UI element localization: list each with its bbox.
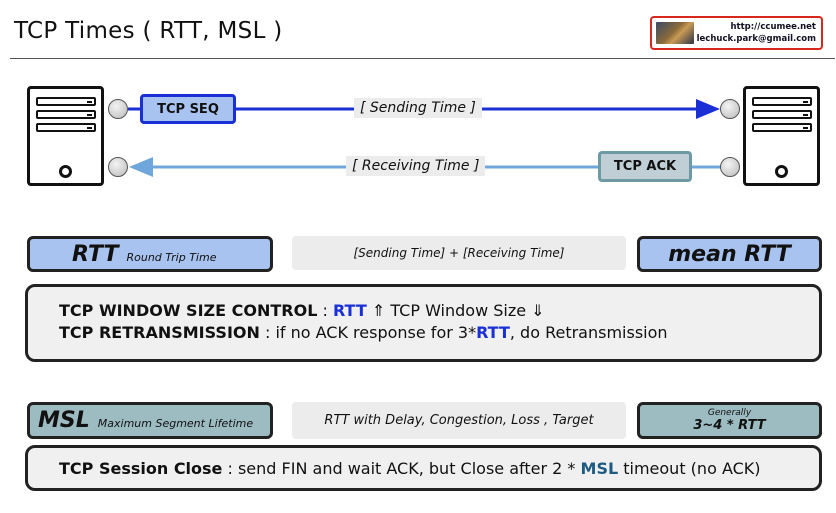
author-email: lechuck.park@gmail.com <box>696 34 816 44</box>
rtt-ref: RTT <box>476 323 510 342</box>
msl-full-name: Maximum Segment Lifetime <box>97 417 254 430</box>
remote-server-icon <box>743 86 820 186</box>
msl-header-box: MSL Maximum Segment Lifetime <box>27 402 273 439</box>
author-badge: http://ccumee.net lechuck.park@gmail.com <box>650 16 823 50</box>
drive-bay-icon <box>36 110 96 119</box>
retransmission-rest: , do Retransmission <box>509 323 668 342</box>
tcp-ack-label: TCP ACK <box>598 151 692 182</box>
rtt-formula: [Sending Time] + [Receiving Time] <box>292 236 626 270</box>
retransmission-key: TCP RETRANSMISSION <box>59 323 260 342</box>
client-send-port <box>108 99 128 119</box>
msl-abbr: MSL <box>38 408 90 433</box>
rtt-header-box: RTT Round Trip Time <box>27 236 273 272</box>
client-server-icon <box>27 86 104 186</box>
up-arrow-text: ⇑ <box>366 301 391 320</box>
msl-value: 3~4 * RTT <box>693 418 766 433</box>
window-size-line: TCP WINDOW SIZE CONTROL : RTT ⇑ TCP Wind… <box>59 301 819 323</box>
session-close-rest: timeout (no ACK) <box>618 459 761 478</box>
server-receive-port <box>720 99 740 119</box>
msl-ref: MSL <box>580 459 619 478</box>
page-title: TCP Times ( RTT, MSL ) <box>14 18 283 44</box>
rtt-usage-panel: TCP WINDOW SIZE CONTROL : RTT ⇑ TCP Wind… <box>25 284 822 362</box>
msl-value-box: Generally 3~4 * RTT <box>637 402 822 439</box>
window-size-rest: TCP Window Size ⇓ <box>390 301 545 320</box>
power-button-icon <box>775 165 788 178</box>
tcp-seq-label: TCP SEQ <box>140 94 236 124</box>
author-thumbnail <box>656 22 694 44</box>
power-button-icon <box>59 165 72 178</box>
retransmission-line: TCP RETRANSMISSION : if no ACK response … <box>59 323 819 345</box>
session-close-mid: : send FIN and wait ACK, but Close after… <box>222 459 581 478</box>
drive-bay-icon <box>36 97 96 106</box>
ack-arrow-head <box>129 157 153 177</box>
msl-usage-panel: TCP Session Close : send FIN and wait AC… <box>25 445 822 491</box>
rtt-abbr: RTT <box>72 241 119 267</box>
generally-label: Generally <box>707 408 752 418</box>
sending-time-label: [ Sending Time ] <box>354 98 482 118</box>
author-url: http://ccumee.net <box>730 22 817 32</box>
client-receive-port <box>108 157 128 177</box>
msl-factors: RTT with Delay, Congestion, Loss , Targe… <box>292 402 626 439</box>
rtt-full-name: Round Trip Time <box>126 250 217 264</box>
retransmission-mid: : if no ACK response for 3* <box>259 323 477 342</box>
session-close-key: TCP Session Close <box>59 459 223 478</box>
drive-bay-icon <box>752 123 812 132</box>
mean-rtt-label: mean RTT <box>668 241 791 267</box>
seq-arrow-head <box>696 99 720 119</box>
separator: : <box>317 301 333 320</box>
receiving-time-label: [ Receiving Time ] <box>346 156 486 176</box>
drive-bay-icon <box>36 123 96 132</box>
window-size-key: TCP WINDOW SIZE CONTROL <box>59 301 318 320</box>
title-divider <box>10 58 835 59</box>
rtt-ref: RTT <box>332 301 367 320</box>
drive-bay-icon <box>752 97 812 106</box>
drive-bay-icon <box>752 110 812 119</box>
mean-rtt-box: mean RTT <box>637 236 822 272</box>
server-send-port <box>720 157 740 177</box>
session-close-line: TCP Session Close : send FIN and wait AC… <box>59 459 819 481</box>
